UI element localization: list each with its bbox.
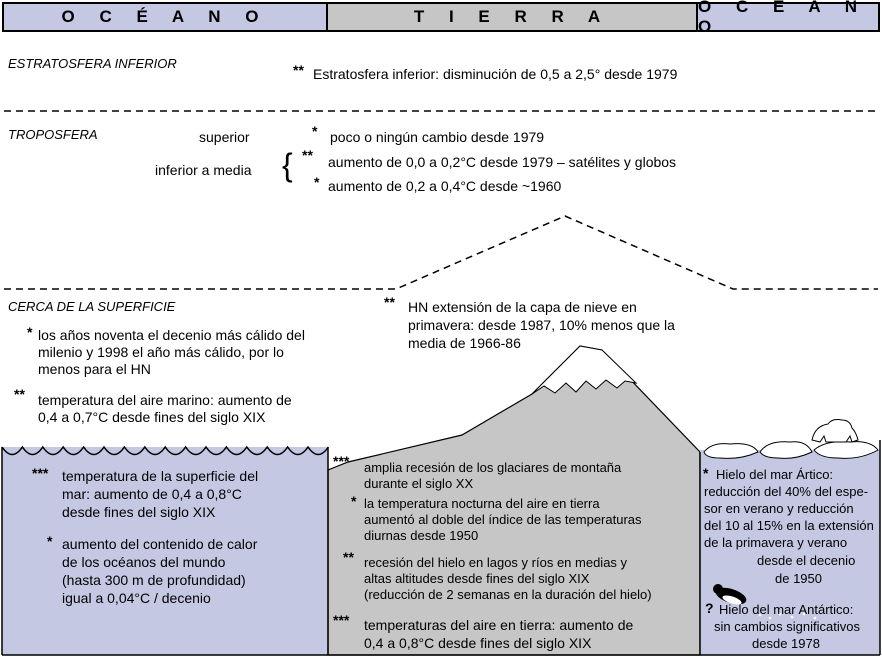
arctic-line-4: del 10 al 15% en la extensión [704,518,874,533]
stratosphere-stars: ** [293,62,304,78]
ocean-waves [1,445,330,456]
arctic-line-3: sor en verano y reducción [704,501,854,516]
arctic-line-2: reducción del 40% del espe- [704,484,869,499]
surface-snow-stars: ** [384,294,395,310]
surface-decade-line-3: menos para el HN [38,361,151,377]
surface-snow-line-3: media de 1966-86 [408,335,521,351]
header-land: T I E R R A [326,2,698,32]
surface-snow-line-2: primavera: desde 1987, 10% menos que la [408,317,675,333]
troposphere-lower-1-text: aumento de 0,0 a 0,2°C desde 1979 – saté… [328,154,677,170]
antarctic-mark: ? [705,600,714,616]
troposphere-lower-label: inferior a media [155,162,252,178]
ocean-sst-stars: *** [32,465,49,481]
ocean-right-area [700,450,880,655]
troposphere-lower-1-stars: ** [302,147,313,163]
troposphere-lower-2-stars: * [314,174,320,190]
land-air-stars: *** [333,612,350,628]
ice-sparkles [758,612,817,620]
surface-marine-line-1: temperatura del aire marino: aumento de [38,392,292,408]
snow-cap [531,345,638,395]
troposphere-upper-label: superior [199,129,250,145]
ocean-heat-line-1: aumento del contenido de calor [62,536,258,552]
land-air-line-1: temperaturas del aire en tierra: aumento… [364,617,634,633]
arctic-line-5: de la primavera y verano [704,535,848,550]
header-ocean-left: O C É A N O [2,2,328,32]
land-ice-line-2: altas altitudes desde fines del siglo XI… [364,571,590,586]
troposphere-upper-text: poco o ningún cambio desde 1979 [330,129,545,145]
ocean-heat-line-3: (hasta 300 m de profundidad) [62,572,246,588]
arctic-stars: * [703,465,709,481]
land-glacier-stars: *** [333,453,350,469]
surface-decade-line-1: los años noventa el decenio más cálido d… [38,327,305,343]
antarctic-line-3: desde 1978 [752,636,820,651]
surface-snow-line-1: HN extensión de la capa de nieve en [408,299,637,315]
header-ocean-right: O C É A N O [696,0,880,36]
stratosphere-text: Estratosfera inferior: disminución de 0,… [313,66,678,82]
land-glacier-line-1: amplia recesión de los glaciares de mont… [364,460,622,475]
troposphere-upper-stars: * [312,123,318,139]
land-night-line-2: aumentó al doble del índice de las tempe… [364,512,642,527]
arctic-line-6: desde el decenio [757,553,856,568]
surface-label: CERCA DE LA SUPERFICIE [8,299,176,314]
land-ice-stars: ** [343,549,354,565]
sea-ice-floes [703,419,879,459]
land-air-line-2: 0,4 a 0,8°C desde fines del siglo XIX [364,635,592,651]
ocean-left-area [2,447,328,655]
ocean-sst-line-2: mar: aumento de 0,4 a 0,8°C [62,486,242,502]
arctic-line-1: Hielo del mar Ártico: [716,467,834,482]
land-ice-line-3: (reducción de 2 semanas en la duración d… [364,587,652,602]
surface-decade-line-2: milenio y 1998 el año más cálido, por lo [38,344,284,360]
ocean-heat-line-4: igual a 0,04°C / decenio [62,590,211,606]
surface-decade-stars: * [27,324,33,340]
troposphere-lower-2-text: aumento de 0,2 a 0,4°C desde ~1960 [328,178,562,194]
ocean-heat-stars: * [47,533,53,549]
surface-marine-line-2: 0,4 a 0,7°C desde fines del siglo XIX [38,409,266,425]
troposphere-brace: { [282,147,293,183]
stratosphere-label: ESTRATOSFERA INFERIOR [8,56,177,71]
troposphere-boundary [4,215,878,290]
surface-marine-stars: ** [14,386,25,402]
ocean-heat-line-2: de los océanos del mundo [62,554,226,570]
ocean-sst-line-1: temperatura de la superficie del [62,468,259,484]
penguin-icon [713,584,747,605]
antarctic-line-2: sin cambios significativos [714,619,860,634]
ocean-sst-line-3: desde fines del siglo XIX [62,504,216,520]
polar-bear-icon [811,419,859,443]
arctic-line-7: de 1950 [775,571,822,586]
troposphere-label: TROPOSFERA [8,127,98,142]
antarctic-line-1: Hielo del mar Antártico: [719,602,854,617]
land-night-line-3: diurnas desde 1950 [364,528,479,543]
land-ice-line-1: recesión del hielo en lagos y ríos en me… [364,555,628,570]
land-night-line-1: la temperatura nocturna del aire en tier… [364,496,600,511]
land-night-stars: * [351,493,357,509]
land-glacier-line-2: durante el siglo XX [364,476,474,491]
